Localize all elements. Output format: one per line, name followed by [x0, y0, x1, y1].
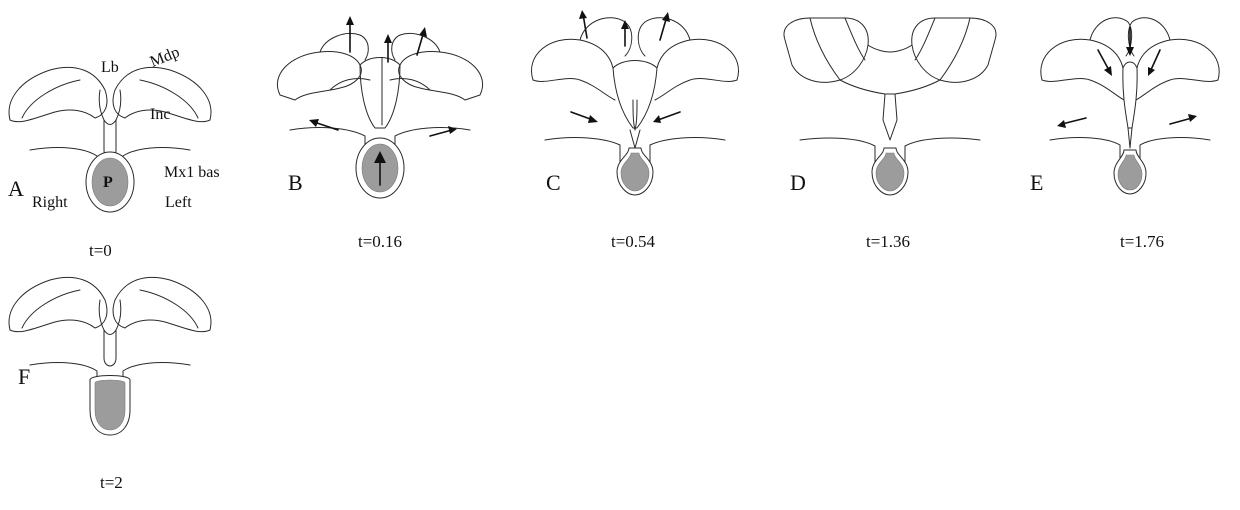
mouthparts-drawing-b [270, 0, 530, 240]
time-label: t=1.76 [1120, 233, 1164, 250]
panel-e: E t=1.76 [1020, 0, 1240, 240]
time-label: t=0.54 [611, 233, 655, 250]
time-label: t=2 [100, 474, 123, 491]
right-side-label: Right [32, 195, 68, 211]
mouthparts-drawing-a [0, 30, 260, 270]
time-label: t=0 [89, 242, 112, 259]
mouthparts-drawing-c [525, 0, 785, 240]
pump-label: P [103, 175, 113, 191]
panel-letter: B [288, 172, 303, 194]
left-side-label: Left [165, 195, 192, 211]
panel-a: A t=0 Lb Mdp Inc Mx1 bas P Right Left [0, 30, 220, 270]
panel-letter: E [1030, 172, 1043, 194]
mouthparts-drawing-e [1020, 0, 1240, 240]
maxilla-base-label: Mx1 bas [164, 165, 220, 181]
incisor-label: Inc [150, 107, 170, 123]
mouthparts-drawing-d [780, 0, 1040, 240]
panel-f: F t=2 [0, 270, 220, 510]
panel-letter: A [8, 178, 24, 200]
panel-letter: C [546, 172, 561, 194]
mouthparts-drawing-f [0, 270, 260, 510]
panel-letter: D [790, 172, 806, 194]
panel-b: B t=0.16 [270, 0, 490, 240]
panel-c: C t=0.54 [525, 0, 745, 240]
mouthpart-sequence-figure: A t=0 Lb Mdp Inc Mx1 bas P Right Left [0, 0, 1240, 495]
labium-label: Lb [101, 60, 119, 76]
panel-d: D t=1.36 [780, 0, 1000, 240]
time-label: t=1.36 [866, 233, 910, 250]
panel-letter: F [18, 366, 30, 388]
time-label: t=0.16 [358, 233, 402, 250]
